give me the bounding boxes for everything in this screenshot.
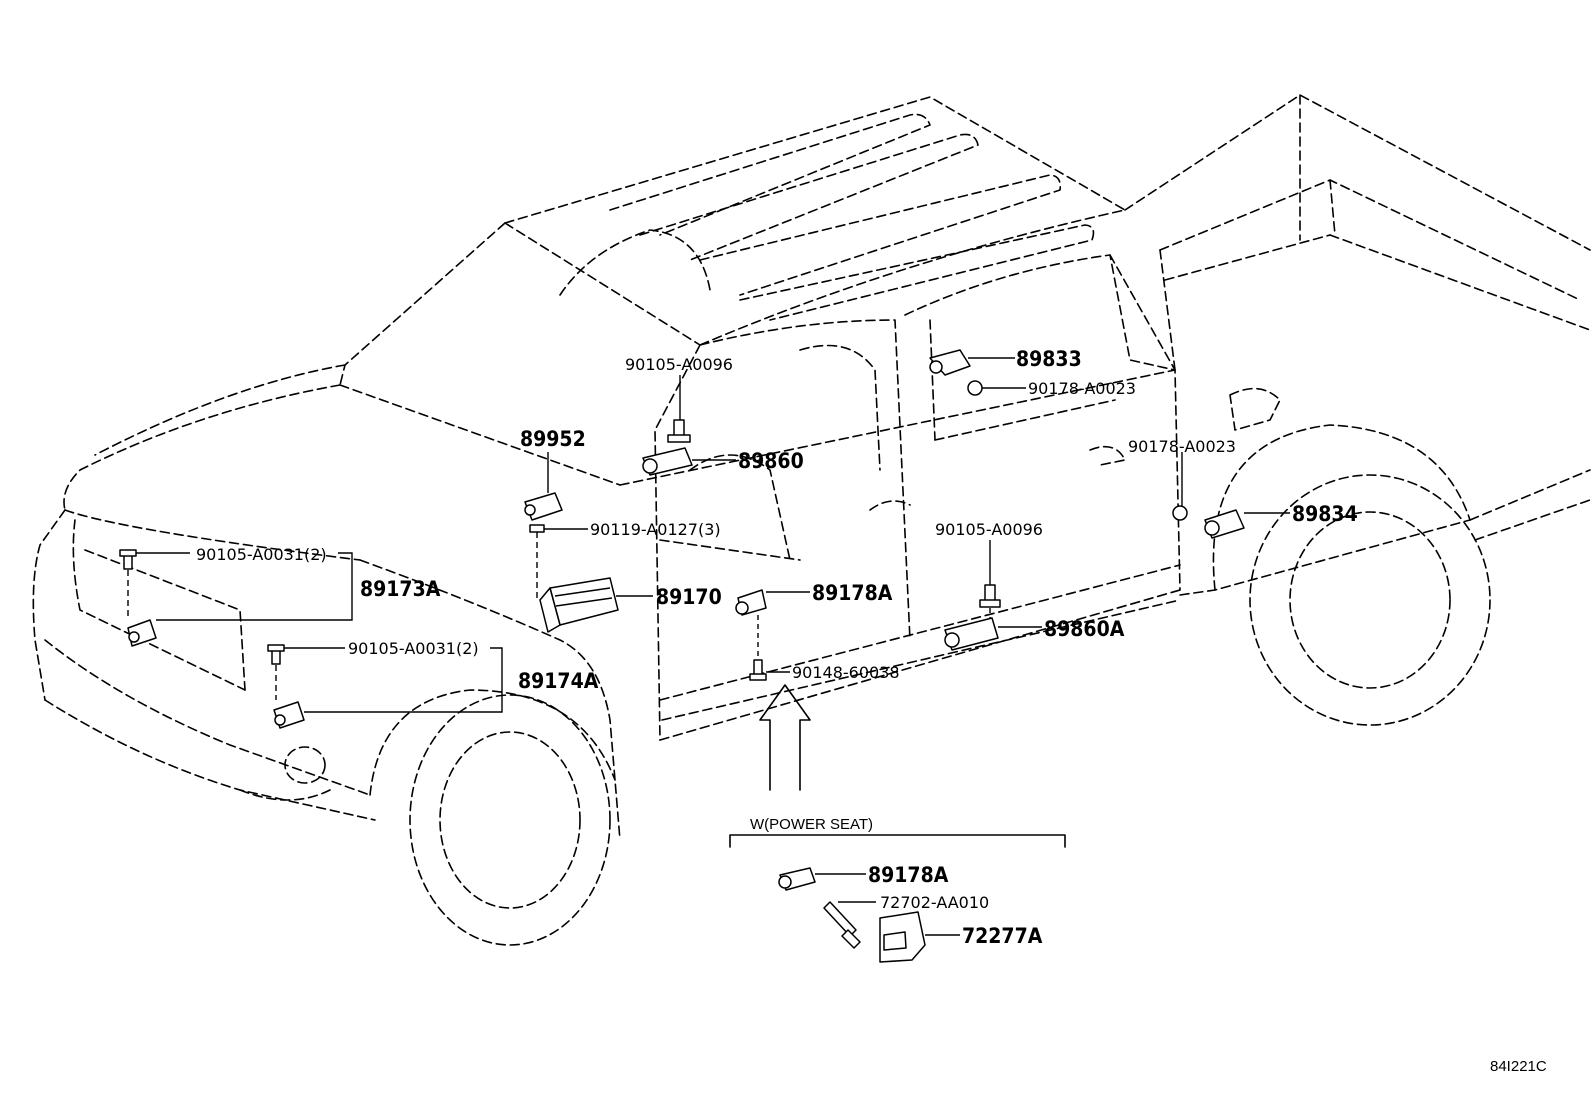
label-90119: 90119-A0127(3) — [590, 520, 721, 539]
power-seat-group-bracket — [729, 834, 1066, 848]
bolt-90105-left1-part — [119, 549, 137, 620]
label-89860A: 89860A — [1044, 617, 1125, 641]
power-seat-arrow — [759, 684, 811, 791]
label-89860: 89860 — [738, 449, 804, 473]
label-89178A: 89178A — [812, 581, 893, 605]
label-power-seat-72702: 72702-AA010 — [880, 893, 989, 912]
label-89834: 89834 — [1292, 502, 1358, 526]
bolt-90105-left2-part — [267, 644, 285, 700]
label-90105-left2: 90105-A0031(2) — [348, 639, 479, 658]
label-89174A: 89174A — [518, 669, 599, 693]
label-90178-right: 90178-A0023 — [1128, 437, 1236, 456]
sensor-89174A-part — [273, 701, 305, 729]
label-power-seat-89178A: 89178A — [868, 863, 949, 887]
bolt-90119-part — [529, 524, 545, 600]
sensor-89178A-part — [735, 589, 767, 616]
nut-90178-top-part — [967, 380, 983, 396]
airbag-ecu-89170-part — [539, 577, 619, 633]
sensor-89173A-part — [127, 619, 157, 647]
sensor-89833-part — [929, 349, 971, 376]
power-seat-bolt-72702-part — [823, 901, 861, 949]
sensor-89834-part — [1204, 509, 1245, 539]
label-90105-mid: 90105-A0096 — [935, 520, 1043, 539]
label-89952: 89952 — [520, 427, 586, 451]
label-90105-left1: 90105-A0031(2) — [196, 545, 327, 564]
power-seat-bracket-72277A-part — [879, 911, 926, 963]
leader-lines — [136, 357, 1290, 936]
label-89170: 89170 — [656, 585, 722, 609]
diagram-id: 84I221C — [1490, 1058, 1547, 1075]
label-power-seat-72277A: 72277A — [962, 924, 1043, 948]
truck-body-outline — [32, 94, 1591, 946]
sensor-89860A-part — [944, 617, 999, 651]
nut-90178-right-part — [1172, 505, 1188, 521]
bolt-90105-top-part — [667, 419, 691, 443]
sensor-89860-part — [642, 447, 693, 476]
bolt-90148-part — [749, 615, 767, 681]
label-90105-top: 90105-A0096 — [625, 355, 733, 374]
label-89833: 89833 — [1016, 347, 1082, 371]
power-seat-sensor-89178A-part — [778, 867, 816, 891]
label-89173A: 89173A — [360, 577, 441, 601]
sensor-89952-part — [524, 492, 563, 521]
power-seat-title: W(POWER SEAT) — [750, 816, 873, 833]
label-90148: 90148-60038 — [792, 663, 900, 682]
label-90178-top: 90178-A0023 — [1028, 379, 1136, 398]
